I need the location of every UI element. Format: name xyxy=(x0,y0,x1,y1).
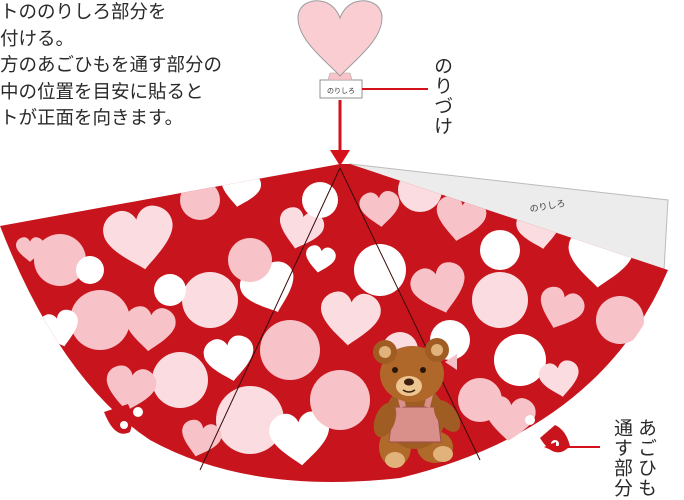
teddy-bear xyxy=(373,338,461,468)
strap-label-line-2: 通す部分 xyxy=(611,418,633,498)
fold-guide-line xyxy=(339,167,481,461)
instruction-line: トののりしろ部分を xyxy=(0,2,167,23)
pattern-dot xyxy=(182,272,238,328)
strap-hole xyxy=(525,415,535,425)
pattern-dot xyxy=(472,272,528,328)
heart-topper xyxy=(297,0,383,77)
fold-guide-line xyxy=(199,167,341,471)
arrow-down-icon xyxy=(330,150,350,166)
pattern-dot xyxy=(260,320,320,380)
instruction-line: 中の位置を目安に貼ると xyxy=(0,81,204,103)
instruction-line: 方のあごひもを通す部分の xyxy=(0,55,223,76)
heart-glue-tab-label: のりしろ xyxy=(327,87,355,95)
instruction-line: 付ける。 xyxy=(0,28,75,50)
pattern-dot xyxy=(480,230,520,270)
strap-label-line-1: あごひも xyxy=(635,418,657,498)
pattern-dot xyxy=(310,370,370,430)
strap-hole xyxy=(133,407,143,417)
pattern-dot xyxy=(70,290,130,350)
instruction-line: トが正面を向きます。 xyxy=(0,108,184,129)
pattern-dot xyxy=(76,256,104,284)
pattern-dot xyxy=(596,296,644,344)
pattern-dot xyxy=(154,274,186,306)
pattern-dot xyxy=(180,180,220,220)
instruction-text: トののりしろ部分を 付ける。 方のあごひもを通す部分の 中の位置を目安に貼ると … xyxy=(0,0,222,133)
strap-tab-left xyxy=(104,404,133,434)
pattern-dot xyxy=(302,182,338,218)
pattern-dot xyxy=(34,234,86,286)
glue-here-label: のりづけ xyxy=(431,56,453,136)
pattern-dot xyxy=(152,352,208,408)
pattern-dot xyxy=(228,238,272,282)
strap-hole xyxy=(120,421,128,429)
pattern-dot xyxy=(494,334,546,386)
pattern-dot xyxy=(354,244,406,296)
pattern-dot xyxy=(216,386,284,454)
